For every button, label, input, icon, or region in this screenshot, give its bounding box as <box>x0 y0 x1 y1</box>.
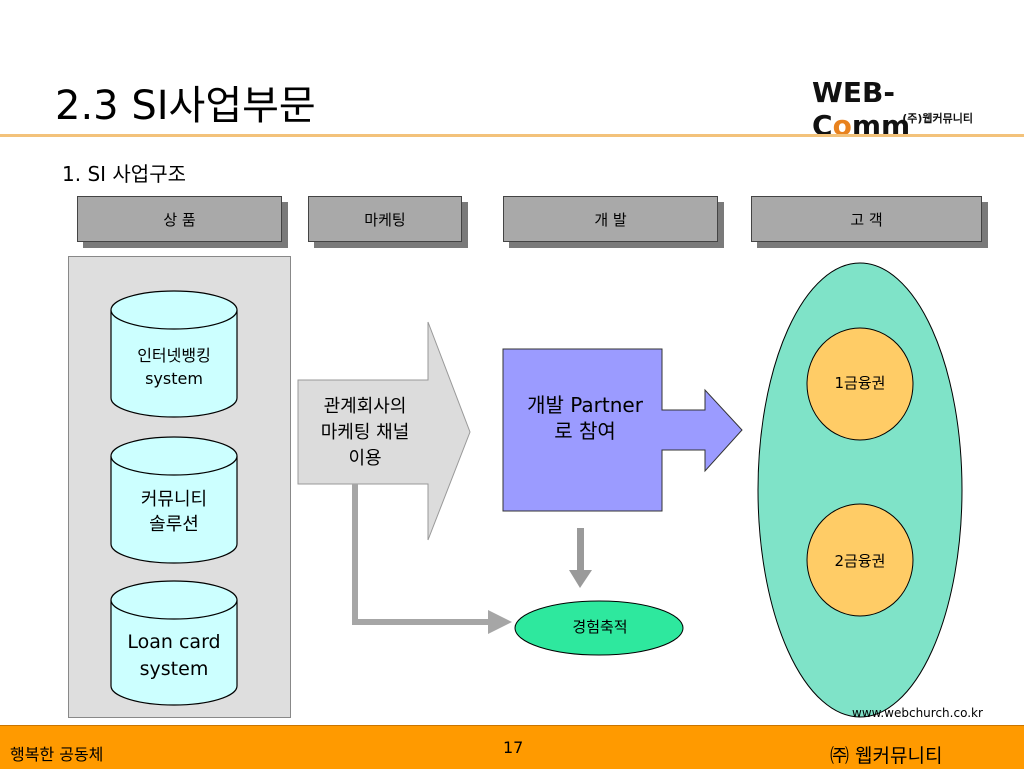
marketing-arrow-text: 관계회사의 마케팅 채널 이용 <box>300 394 430 472</box>
marketing-line1: 관계회사의 <box>323 396 407 417</box>
logo-subtitle: (주)웹커뮤니티 <box>902 112 973 125</box>
product-label-line1: Loan card <box>127 631 221 653</box>
cylinder-shape <box>110 580 238 706</box>
marketing-arrow <box>297 321 471 541</box>
header-marketing: 마케팅 <box>308 196 462 242</box>
customer-finance1-ellipse <box>806 327 914 441</box>
product-cylinder-loan-card: Loan card system <box>110 580 238 708</box>
partner-text: 개발 Partner 로 참여 <box>505 392 665 444</box>
product-label-line1: 인터넷뱅킹 <box>137 346 211 365</box>
marketing-line3: 이용 <box>348 448 382 469</box>
footer-motto: 행복한 공동체 <box>10 745 104 764</box>
connector-arrowhead <box>488 610 512 634</box>
header-development: 개 발 <box>503 196 718 242</box>
header-product: 상 품 <box>77 196 282 242</box>
partner-line1: 개발 Partner <box>527 393 643 417</box>
page-title: 2.3 SI사업부문 <box>55 83 316 129</box>
partner-down-arrow-head <box>569 570 592 588</box>
product-cylinder-internet-banking: 인터넷뱅킹 system <box>110 290 238 420</box>
marketing-line2: 마케팅 채널 <box>320 422 410 443</box>
cylinder-shape <box>110 290 238 418</box>
title-divider <box>0 134 1024 137</box>
page-number: 17 <box>503 738 524 757</box>
product-cylinder-community: 커뮤니티 솔루션 <box>110 436 238 564</box>
customer-finance2-ellipse <box>806 503 914 617</box>
product-label-line1: 커뮤니티 <box>140 489 208 510</box>
customer-finance2-label: 2금융권 <box>834 552 886 570</box>
footer-bar <box>0 725 1024 769</box>
product-label-line2: system <box>145 369 203 388</box>
footer-company: ㈜ 웹커뮤니티 <box>830 745 943 767</box>
customer-finance1-label: 1금융권 <box>834 374 886 392</box>
header-customer: 고 객 <box>751 196 982 242</box>
experience-ellipse <box>514 600 684 656</box>
partner-box <box>502 348 743 512</box>
product-label-line2: 솔루션 <box>149 514 199 535</box>
experience-label: 경험축적 <box>572 618 628 636</box>
section-subtitle: 1. SI 사업구조 <box>62 162 186 186</box>
website-url: www.webchurch.co.kr <box>852 706 983 720</box>
partner-down-arrow-shaft <box>577 528 584 572</box>
partner-line2: 로 참여 <box>554 419 616 443</box>
cylinder-shape <box>110 436 238 564</box>
product-label-line2: system <box>139 658 209 680</box>
connector-marketing-to-experience <box>352 484 490 625</box>
